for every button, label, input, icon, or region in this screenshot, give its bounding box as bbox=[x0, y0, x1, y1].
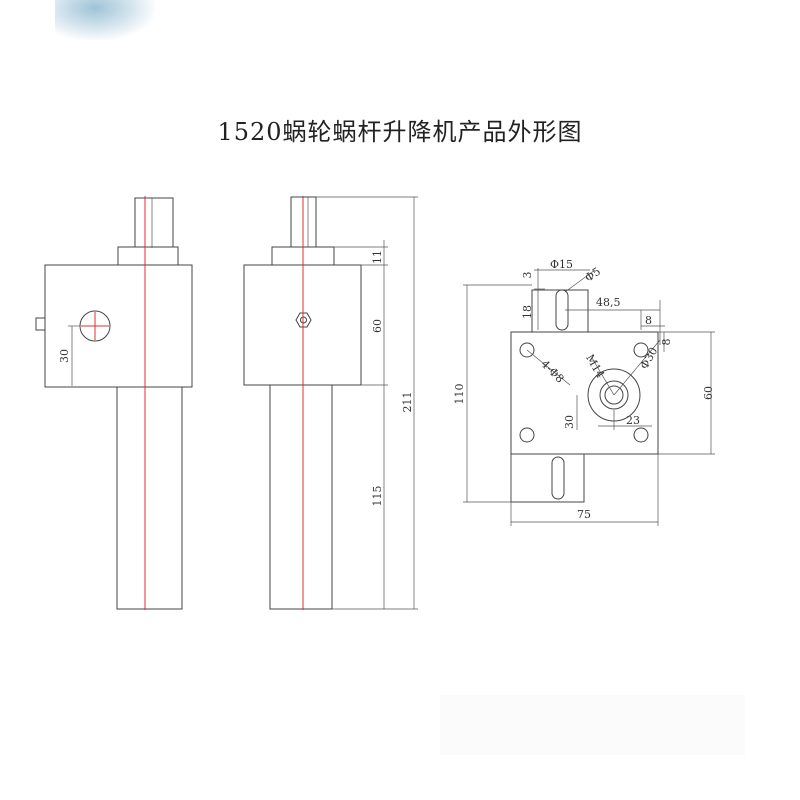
top-dim-3: 3 bbox=[521, 272, 534, 279]
top-dim-48-5: 48,5 bbox=[596, 296, 621, 309]
mount-hole-tl bbox=[519, 342, 535, 358]
top-dim-30: 30 bbox=[563, 415, 576, 429]
top-dim-8a: 8 bbox=[645, 314, 652, 327]
side-dim-60: 60 bbox=[371, 319, 384, 333]
top-dim-phi5: Φ5 bbox=[582, 265, 603, 285]
front-side-boss bbox=[35, 317, 46, 331]
front-shaft-top bbox=[134, 197, 174, 249]
top-dim-18: 18 bbox=[521, 305, 534, 319]
page-title: 1520蜗轮蜗杆升降机产品外形图 bbox=[217, 118, 583, 146]
top-dim-60: 60 bbox=[702, 386, 715, 400]
side-dim-115: 115 bbox=[371, 486, 384, 507]
top-dim-phi15: Φ15 bbox=[550, 258, 573, 271]
slot-lower bbox=[551, 456, 565, 500]
front-view: 30 bbox=[35, 196, 193, 610]
front-lift-tube bbox=[116, 386, 183, 610]
decorative-splash bbox=[55, 0, 155, 40]
front-housing bbox=[44, 264, 193, 388]
mount-hole-bl bbox=[519, 427, 535, 443]
top-tab-upper bbox=[531, 289, 589, 333]
top-dim-110: 110 bbox=[453, 384, 466, 405]
faint-panel bbox=[440, 695, 745, 755]
side-dim-11: 11 bbox=[371, 250, 384, 264]
top-housing bbox=[510, 331, 659, 455]
side-dim-211: 211 bbox=[401, 392, 414, 413]
front-dim-30: 30 bbox=[58, 349, 71, 363]
top-dim-23: 23 bbox=[626, 414, 640, 427]
grease-nipple-hex bbox=[295, 312, 312, 328]
top-view: 110 3 18 Φ15 Φ5 48,5 8 60 8 Φ30 4-Φ8 M14… bbox=[453, 258, 715, 526]
top-tab-lower bbox=[510, 453, 585, 503]
top-dim-8b: 8 bbox=[660, 339, 673, 346]
center-boss-inner bbox=[599, 380, 629, 410]
mount-hole-br bbox=[633, 427, 649, 443]
side-lift-tube bbox=[269, 384, 333, 610]
mount-hole-tr bbox=[633, 342, 649, 358]
front-collar bbox=[117, 246, 179, 266]
top-dim-75: 75 bbox=[577, 508, 591, 521]
side-view: 11 60 115 211 bbox=[243, 196, 418, 610]
